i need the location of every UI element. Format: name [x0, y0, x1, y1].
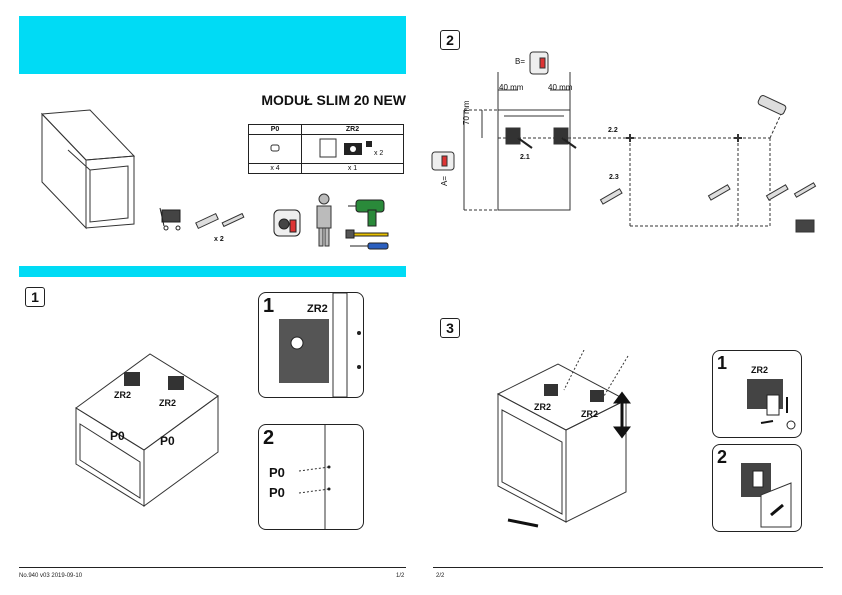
bracket-icon — [319, 138, 372, 158]
label-a-eq: A= — [440, 175, 449, 186]
step-1-detail-2: 2 P0 P0 — [258, 424, 364, 530]
step-3-cabinet — [496, 350, 631, 528]
cart-icon — [159, 207, 181, 231]
label-2-1: 2.1 — [520, 154, 530, 161]
screws-qty: x 2 — [214, 236, 224, 243]
bracket-adjust-illustration — [747, 379, 796, 430]
part-image-zr2: x 2 — [301, 134, 404, 164]
step-1-zr2-label-b: ZR2 — [159, 398, 177, 408]
label-40mm-a: 40 mm — [499, 83, 524, 92]
part-subqty-zr2: x 2 — [373, 150, 384, 157]
cabinet-illustration — [40, 109, 136, 230]
step-1-cabinet — [75, 353, 219, 507]
dowel-screw-icon — [195, 212, 245, 230]
person-icon — [316, 193, 332, 247]
label-70mm: 70 mm — [462, 100, 471, 125]
header-band — [19, 16, 406, 74]
step-3-zr2-label-b: ZR2 — [581, 409, 599, 419]
p0-insert-illustration — [298, 425, 331, 529]
step-1-detail-1: 1 ZR2 — [258, 292, 364, 398]
step-3-detail-2: 2 — [712, 444, 802, 532]
section-divider-band — [19, 266, 406, 277]
page-title: MODUŁ SLIM 20 NEW — [261, 92, 406, 108]
footer-page-1: 1/2 — [396, 573, 405, 579]
step-1-badge: 1 — [25, 287, 45, 307]
label-2-2: 2.2 — [608, 127, 618, 134]
hammer-icon — [345, 229, 389, 239]
step-3-detail-1-number: 1 — [717, 353, 728, 373]
part-image-p0 — [248, 134, 302, 164]
step-2-badge: 2 — [440, 30, 460, 50]
step-1-detail-2-p0-a: P0 — [269, 465, 285, 480]
screwdriver-icon — [350, 242, 389, 250]
part-qty-zr2: x 1 — [301, 163, 404, 174]
step-3-badge: 3 — [440, 318, 460, 338]
step-2-wall-diagram — [431, 51, 817, 233]
part-code-zr2: ZR2 — [301, 124, 404, 135]
step-1-detail-2-p0-b: P0 — [269, 485, 285, 500]
cap-icon — [270, 144, 280, 152]
measuring-tape-icon — [273, 209, 301, 237]
label-b-eq: B= — [515, 57, 526, 66]
parts-table: P0 ZR2 x 2 x 4 x 1 — [248, 124, 404, 174]
step-3-detail-2-number: 2 — [717, 447, 728, 467]
step-1-zr2-label-a: ZR2 — [114, 390, 132, 400]
label-40mm-b: 40 mm — [548, 83, 573, 92]
step-3-detail-1-zr2: ZR2 — [751, 365, 769, 375]
footer-rule-left — [19, 567, 406, 568]
step-3-detail-1: 1 ZR2 — [712, 350, 802, 438]
footer-page-2: 2/2 — [436, 573, 445, 579]
step-3-zr2-label-a: ZR2 — [534, 402, 552, 412]
hang-cabinet-illustration — [741, 463, 792, 528]
part-code-p0: P0 — [248, 124, 302, 135]
part-qty-p0: x 4 — [248, 163, 302, 174]
label-2-3: 2.3 — [609, 174, 619, 181]
step-1-detail-2-number: 2 — [263, 427, 275, 449]
drill-icon — [348, 199, 385, 227]
footer-rule-right — [433, 567, 823, 568]
step-1-detail-1-zr2: ZR2 — [307, 303, 328, 315]
bracket-mount-illustration — [279, 293, 361, 397]
footer-doc-id: No.940 v03 2019-09-10 — [19, 573, 83, 579]
step-1-p0-label-a: P0 — [110, 429, 125, 443]
step-1-detail-1-number: 1 — [263, 295, 275, 317]
step-1-p0-label-b: P0 — [160, 434, 175, 448]
